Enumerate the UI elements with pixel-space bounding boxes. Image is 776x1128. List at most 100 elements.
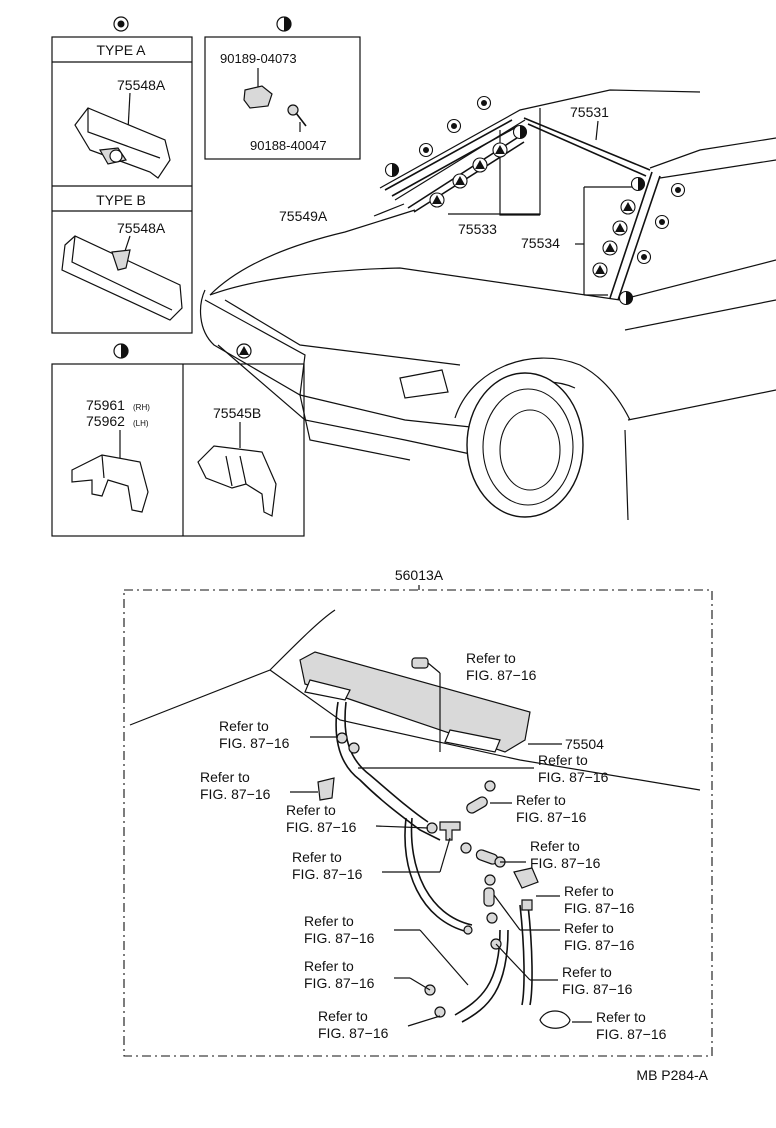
washer-assembly-boundary [123,589,713,1057]
car-part-labels: 75531 75549A 75533 75534 [279,104,632,296]
triangle-marker [492,142,508,158]
label-75531: 75531 [570,104,609,120]
clips-panel: 90189-04073 90188-40047 [204,16,361,160]
clip-nut [243,85,273,109]
refer-label: Refer to FIG. 87−16 [200,769,318,802]
type-b-clip [61,235,183,321]
full-circle-marker [654,214,670,230]
svg-text:Refer to: Refer to [304,958,354,974]
svg-text:FIG. 87−16: FIG. 87−16 [596,1026,667,1042]
type-b-part-number: 75548A [117,220,166,236]
type-b-title: TYPE B [96,192,146,208]
refer-label: Refer to FIG. 87−16 [427,650,537,752]
retainer-marker [236,343,252,359]
nozzle-part-number: 75504 [565,736,604,752]
type-ab-panel: TYPE A 75548A TYPE B 75548A [51,16,193,334]
bracket-side-lh: (LH) [133,419,149,428]
refer-label: Refer to FIG. 87−16 [358,752,609,785]
full-circle-marker [418,142,434,158]
svg-text:FIG. 87−16: FIG. 87−16 [219,735,290,751]
half-circle-marker [384,162,400,178]
full-circle-marker [476,95,492,111]
full-circle-marker [446,118,462,134]
refer-label: Refer to FIG. 87−16 [493,894,635,953]
svg-text:FIG. 87−16: FIG. 87−16 [562,981,633,997]
svg-text:FIG. 87−16: FIG. 87−16 [564,900,635,916]
refer-label: Refer to FIG. 87−16 [219,718,338,751]
refer-label: Refer to FIG. 87−16 [292,837,451,882]
triangle-marker [452,173,468,189]
svg-text:Refer to: Refer to [219,718,269,734]
svg-text:Refer to: Refer to [538,752,588,768]
label-75533: 75533 [458,221,497,237]
type-a-clip [74,107,171,179]
refer-label: Refer to FIG. 87−16 [318,1008,441,1041]
car-illustration [199,89,776,521]
full-circle-marker [636,249,652,265]
refer-label: Refer to FIG. 87−16 [490,792,587,825]
svg-text:FIG. 87−16: FIG. 87−16 [292,866,363,882]
molding-retainer [197,445,277,517]
clips-marker [276,16,292,32]
clip-part-2: 90188-40047 [250,138,327,153]
type-a-title: TYPE A [96,42,146,58]
svg-text:Refer to: Refer to [564,920,614,936]
triangle-marker [612,220,628,236]
svg-text:FIG. 87−16: FIG. 87−16 [466,667,537,683]
bracket-panel: 75961 (RH) 75962 (LH) 75545B [51,343,305,537]
triangle-marker [429,192,445,208]
type-a-marker [113,16,129,32]
svg-text:FIG. 87−16: FIG. 87−16 [538,769,609,785]
refer-label: Refer to FIG. 87−16 [500,838,601,871]
diagram-code: MB P284-A [636,1067,708,1083]
svg-text:Refer to: Refer to [562,964,612,980]
svg-text:Refer to: Refer to [304,913,354,929]
svg-text:Refer to: Refer to [318,1008,368,1024]
bracket-marker [113,343,129,359]
svg-text:FIG. 87−16: FIG. 87−16 [318,1025,389,1041]
triangle-marker [592,262,608,278]
refer-label: Refer to FIG. 87−16 [572,1009,667,1042]
svg-text:Refer to: Refer to [292,849,342,865]
refer-label: Refer to FIG. 87−16 [286,802,429,835]
svg-text:Refer to: Refer to [596,1009,646,1025]
half-circle-marker [630,176,646,192]
svg-text:Refer to: Refer to [286,802,336,818]
washer-hoses [335,701,533,1023]
svg-text:FIG. 87−16: FIG. 87−16 [286,819,357,835]
full-circle-marker [670,182,686,198]
refer-label: Refer to FIG. 87−16 [495,943,633,997]
refer-label: Refer to FIG. 87−16 [536,883,635,916]
hood-bracket [71,454,149,513]
washer-assembly-number: 56013A [395,567,444,583]
half-circle-marker [618,290,634,306]
screw [287,104,307,127]
label-75534: 75534 [521,235,560,251]
svg-text:FIG. 87−16: FIG. 87−16 [304,930,375,946]
washer-section: 56013A [123,567,713,1057]
bracket-part-lh: 75962 [86,413,125,429]
svg-text:FIG. 87−16: FIG. 87−16 [516,809,587,825]
refer-label: Refer to FIG. 87−16 [304,913,469,986]
bracket-side-rh: (RH) [133,403,150,412]
bracket-part-rh: 75961 [86,397,125,413]
clip-part-1: 90189-04073 [220,51,297,66]
svg-text:Refer to: Refer to [530,838,580,854]
label-75549a: 75549A [279,208,328,224]
type-a-part-number: 75548A [117,77,166,93]
car-markers [384,95,686,306]
svg-text:FIG. 87−16: FIG. 87−16 [530,855,601,871]
washer-nozzle-body [299,651,531,753]
svg-text:Refer to: Refer to [466,650,516,666]
triangle-marker [620,199,636,215]
svg-text:FIG. 87−16: FIG. 87−16 [564,937,635,953]
svg-text:Refer to: Refer to [200,769,250,785]
triangle-marker [472,157,488,173]
svg-text:FIG. 87−16: FIG. 87−16 [304,975,375,991]
triangle-marker [602,240,618,256]
svg-text:Refer to: Refer to [516,792,566,808]
svg-text:FIG. 87−16: FIG. 87−16 [200,786,271,802]
svg-text:Refer to: Refer to [564,883,614,899]
retainer-part-number: 75545B [213,405,261,421]
